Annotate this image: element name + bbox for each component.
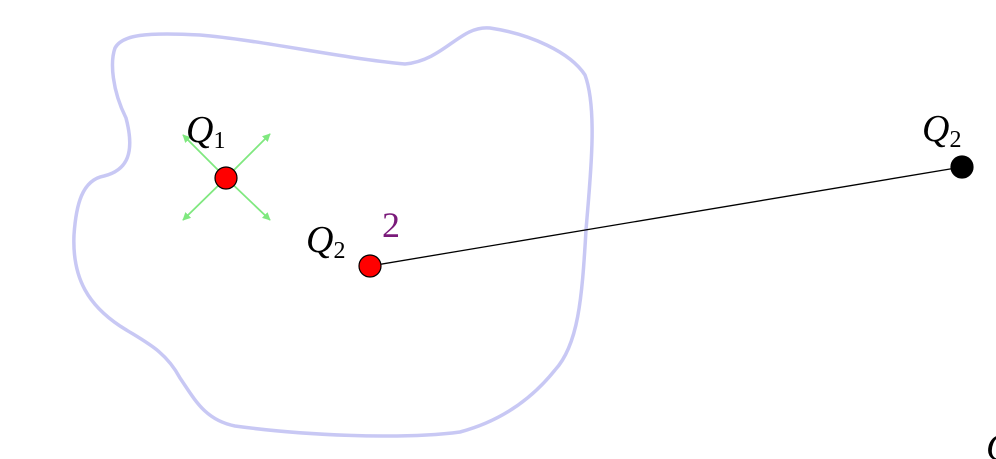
region-outline — [72, 26, 594, 438]
q2-inner-charge — [358, 254, 382, 278]
q1-label: Q1 — [186, 109, 225, 154]
q2-outer-label: Q2 — [922, 108, 961, 153]
connector-line — [369, 166, 963, 267]
q2-inner-label: Q2 — [306, 219, 345, 264]
step-number: 2 — [382, 205, 400, 245]
q1-charge — [214, 166, 238, 190]
q2-outer-charge — [950, 155, 974, 179]
corner-q-label: Q — [986, 427, 996, 459]
